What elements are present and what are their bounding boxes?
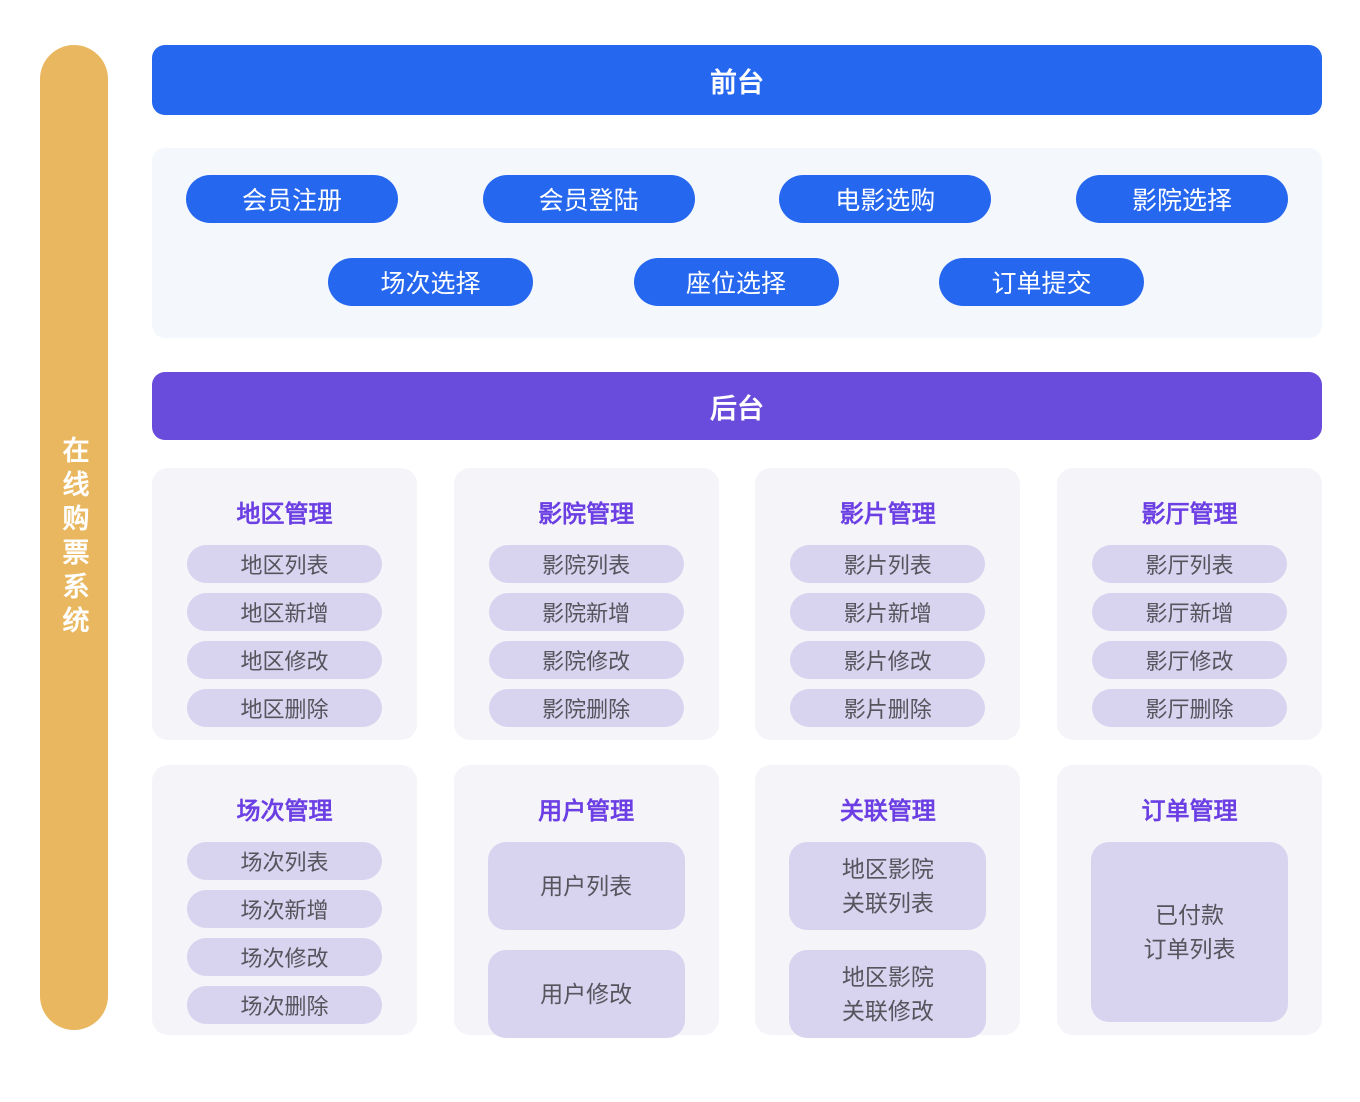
backend-card-relation: 关联管理地区影院 关联列表地区影院 关联修改 [755,765,1021,1038]
backend-card-session: 场次管理场次列表场次新增场次修改场次删除 [152,765,417,1035]
card-title: 影厅管理 [1141,501,1238,528]
card-item: 场次删除 [187,986,382,1024]
frontend-module-pill: 影院选择 [1075,175,1288,223]
card-item: 场次新增 [187,890,382,928]
system-title: 在线购票系统 [58,435,89,640]
frontend-section: 会员注册 会员登陆 电影选购 影院选择 场次选择 座位选择 订单提交 [152,148,1322,338]
card-item: 影院删除 [488,689,684,727]
card-item: 影厅修改 [1091,641,1287,679]
backend-card-region: 地区管理地区列表地区新增地区修改地区删除 [152,468,417,740]
card-item: 影片删除 [790,689,986,727]
card-item: 地区影院 关联修改 [789,950,987,1038]
backend-header: 后台 [152,372,1322,440]
card-item-list: 影院列表影院新增影院修改影院删除 [488,545,684,727]
card-item-list: 用户列表用户修改 [487,842,685,1038]
card-item: 影厅删除 [1091,689,1287,727]
frontend-header: 前台 [152,45,1322,115]
backend-card-hall: 影厅管理影厅列表影厅新增影厅修改影厅删除 [1056,468,1322,740]
backend-card-film: 影片管理影片列表影片新增影片修改影片删除 [755,468,1021,740]
card-item: 影院修改 [488,641,684,679]
card-item: 影片列表 [790,545,986,583]
backend-grid: 地区管理地区列表地区新增地区修改地区删除影院管理影院列表影院新增影院修改影院删除… [152,468,1322,1038]
card-item: 地区影院 关联列表 [789,842,987,930]
card-item-list: 地区影院 关联列表地区影院 关联修改 [789,842,987,1038]
card-item: 用户修改 [487,950,685,1038]
system-label-bar: 在线购票系统 [40,45,108,1030]
card-item-list: 影厅列表影厅新增影厅修改影厅删除 [1091,545,1287,727]
frontend-row-1: 会员注册 会员登陆 电影选购 影院选择 [186,175,1288,223]
card-title: 场次管理 [236,798,333,825]
frontend-module-pill: 会员注册 [186,175,398,223]
frontend-module-pill: 会员登陆 [482,175,695,223]
card-item: 用户列表 [487,842,685,930]
frontend-module-pill: 电影选购 [779,175,992,223]
frontend-module-pill: 座位选择 [633,258,839,306]
card-item: 影片新增 [790,593,986,631]
card-item: 影院新增 [488,593,684,631]
backend-card-cinema: 影院管理影院列表影院新增影院修改影院删除 [453,468,719,740]
card-item: 已付款 订单列表 [1090,842,1288,1022]
card-item: 场次修改 [187,938,382,976]
card-item-list: 地区列表地区新增地区修改地区删除 [187,545,382,727]
card-item-list: 已付款 订单列表 [1090,842,1288,1022]
card-item: 地区列表 [187,545,382,583]
card-title: 订单管理 [1141,798,1238,825]
backend-card-user: 用户管理用户列表用户修改 [453,765,719,1038]
card-title: 关联管理 [839,798,936,825]
card-item: 地区修改 [187,641,382,679]
frontend-module-pill: 订单提交 [939,258,1144,306]
card-item: 影厅新增 [1091,593,1287,631]
card-title: 影院管理 [538,501,635,528]
card-item: 影片修改 [790,641,986,679]
frontend-title: 前台 [710,67,764,98]
backend-title: 后台 [710,393,764,424]
card-item: 影厅列表 [1091,545,1287,583]
card-item: 影院列表 [488,545,684,583]
card-item-list: 影片列表影片新增影片修改影片删除 [790,545,986,727]
card-item: 地区删除 [187,689,382,727]
frontend-row-2: 场次选择 座位选择 订单提交 [328,258,1144,306]
backend-card-order: 订单管理已付款 订单列表 [1056,765,1322,1035]
card-item: 场次列表 [187,842,382,880]
card-item: 地区新增 [187,593,382,631]
frontend-module-pill: 场次选择 [328,258,533,306]
card-item-list: 场次列表场次新增场次修改场次删除 [187,842,382,1024]
card-title: 用户管理 [538,798,635,825]
card-title: 地区管理 [236,501,333,528]
card-title: 影片管理 [839,501,936,528]
